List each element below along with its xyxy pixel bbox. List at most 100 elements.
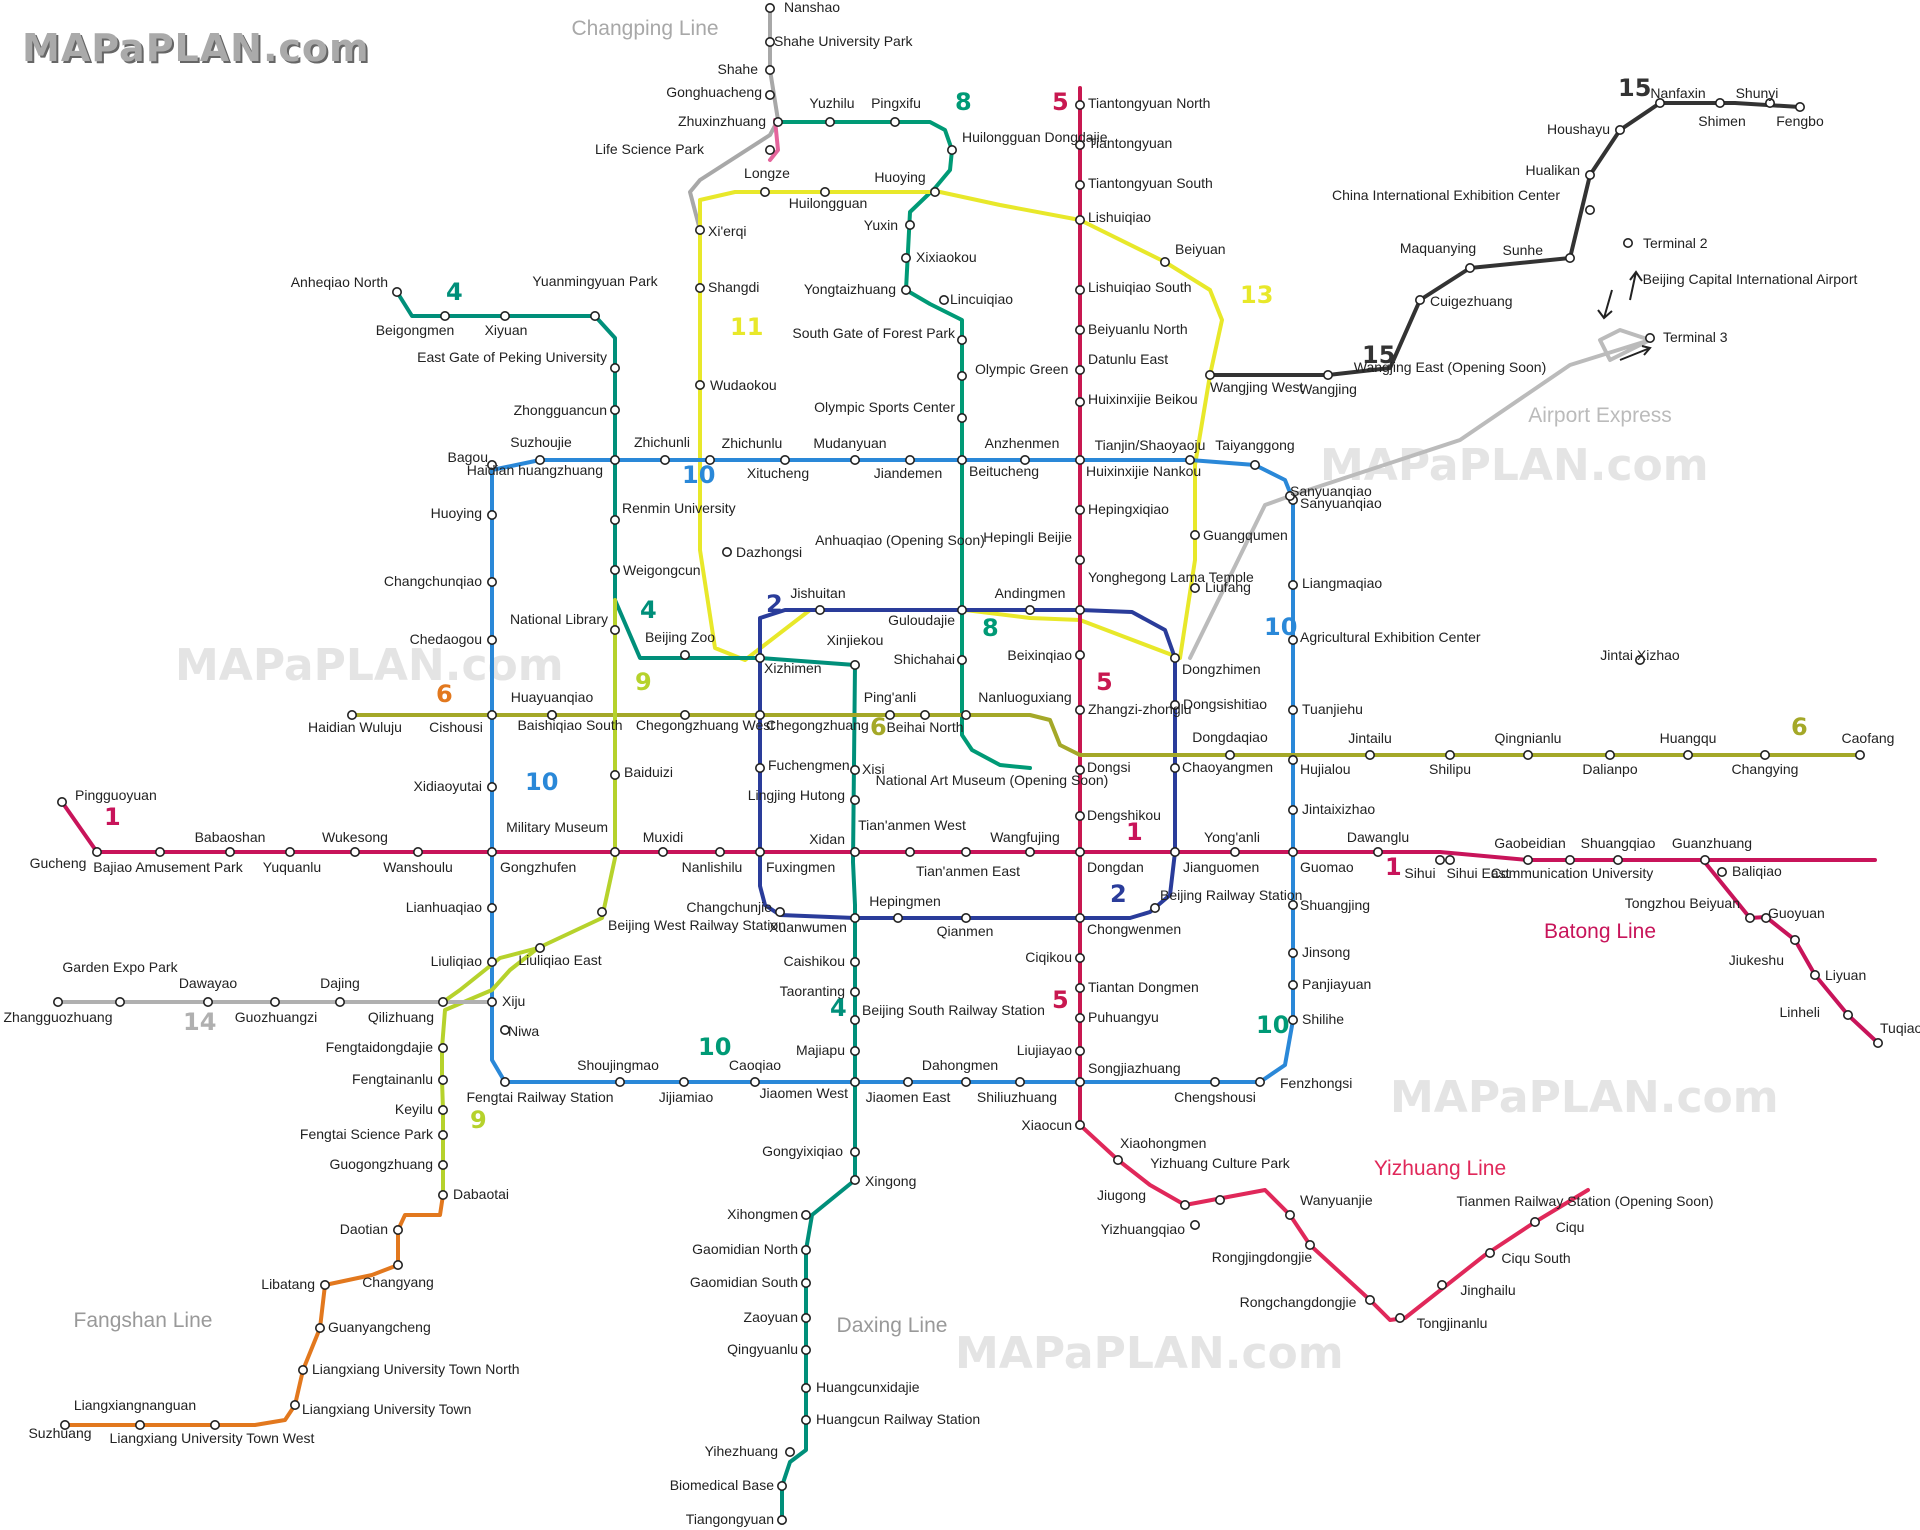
station-label[interactable]: Dongdaqiao bbox=[1192, 729, 1268, 745]
station-label[interactable]: Panjiayuan bbox=[1302, 976, 1371, 992]
station-marker[interactable] bbox=[659, 454, 670, 465]
station-label[interactable]: Changchunjie bbox=[686, 899, 772, 915]
station-marker[interactable] bbox=[609, 454, 620, 465]
station-marker[interactable] bbox=[1565, 854, 1576, 865]
station-label[interactable]: Yongtaizhuang bbox=[804, 281, 896, 297]
station-label[interactable]: Xidan bbox=[809, 831, 845, 847]
station-label[interactable]: Cuigezhuang bbox=[1430, 293, 1513, 309]
station-label[interactable]: Fengtainanlu bbox=[352, 1071, 433, 1087]
station-marker[interactable] bbox=[754, 762, 765, 773]
station-marker[interactable] bbox=[754, 652, 765, 663]
station-marker[interactable] bbox=[1075, 324, 1086, 335]
station-label[interactable]: Jishuitan bbox=[790, 585, 845, 601]
station-label[interactable]: Beijing Zoo bbox=[645, 629, 715, 645]
station-label[interactable]: Huixinxijie Nankou bbox=[1086, 463, 1201, 479]
station-label[interactable]: Guloudajie bbox=[888, 612, 955, 628]
station-label[interactable]: Communication University bbox=[1491, 865, 1654, 881]
station-marker[interactable] bbox=[956, 454, 967, 465]
station-label[interactable]: Yizhuang Culture Park bbox=[1150, 1155, 1291, 1171]
station-label[interactable]: Suzhoujie bbox=[510, 434, 572, 450]
station-label[interactable]: Dabaotai bbox=[453, 1186, 509, 1202]
station-label[interactable]: Jiugong bbox=[1097, 1187, 1146, 1203]
station-marker[interactable] bbox=[1014, 1077, 1025, 1088]
station-label[interactable]: Agricultural Exhibition Center bbox=[1300, 629, 1481, 645]
station-label[interactable]: Tian'anmen West bbox=[858, 817, 966, 833]
station-marker[interactable] bbox=[764, 36, 775, 47]
station-label[interactable]: Gucheng bbox=[30, 855, 87, 871]
station-marker[interactable] bbox=[904, 220, 915, 231]
station-marker[interactable] bbox=[1205, 369, 1216, 380]
station-marker[interactable] bbox=[946, 145, 957, 156]
station-label[interactable]: Life Science Park bbox=[595, 141, 705, 157]
station-label[interactable]: Jinsong bbox=[1302, 944, 1350, 960]
station-marker[interactable] bbox=[749, 1077, 760, 1088]
station-label[interactable]: Military Museum bbox=[506, 819, 608, 835]
station-marker[interactable] bbox=[849, 956, 860, 967]
station-label[interactable]: Gaomidian South bbox=[690, 1274, 798, 1290]
station-marker[interactable] bbox=[849, 1014, 860, 1025]
station-label[interactable]: Guangqumen bbox=[1203, 527, 1288, 543]
station-marker[interactable] bbox=[1075, 396, 1086, 407]
station-marker[interactable] bbox=[1025, 604, 1036, 615]
station-label[interactable]: Linheli bbox=[1780, 1004, 1820, 1020]
station-marker[interactable] bbox=[938, 294, 949, 305]
station-marker[interactable] bbox=[1623, 238, 1634, 249]
station-label[interactable]: Gongzhufen bbox=[500, 859, 576, 875]
station-marker[interactable] bbox=[486, 781, 497, 792]
station-marker[interactable] bbox=[1075, 604, 1086, 615]
station-marker[interactable] bbox=[1700, 854, 1711, 865]
station-marker[interactable] bbox=[1075, 982, 1086, 993]
station-label[interactable]: Guozhuangzi bbox=[235, 1009, 318, 1025]
station-marker[interactable] bbox=[694, 282, 705, 293]
station-marker[interactable] bbox=[1605, 749, 1616, 760]
station-label[interactable]: Wanyuanjie bbox=[1300, 1192, 1373, 1208]
station-label[interactable]: Hepingli Beijie bbox=[983, 529, 1072, 545]
station-marker[interactable] bbox=[849, 659, 860, 670]
station-label[interactable]: Dengshikou bbox=[1087, 807, 1161, 823]
station-label[interactable]: Guoyuan bbox=[1768, 905, 1825, 921]
station-label[interactable]: Xihongmen bbox=[727, 1206, 798, 1222]
station-marker[interactable] bbox=[1288, 846, 1299, 857]
station-marker[interactable] bbox=[764, 90, 775, 101]
station-label[interactable]: Zhuxinzhuang bbox=[678, 113, 766, 129]
station-label[interactable]: Chedaogou bbox=[410, 631, 482, 647]
station-label[interactable]: Bajiao Amusement Park bbox=[93, 859, 243, 875]
station-label[interactable]: Jintailu bbox=[1348, 730, 1392, 746]
station-label[interactable]: Xiju bbox=[502, 993, 525, 1009]
station-label[interactable]: Sanyuanqiao bbox=[1300, 495, 1382, 511]
station-marker[interactable] bbox=[486, 846, 497, 857]
station-label[interactable]: Beiyuan bbox=[1175, 241, 1226, 257]
station-marker[interactable] bbox=[437, 1075, 448, 1086]
station-label[interactable]: Lishuiqiao bbox=[1088, 209, 1151, 225]
station-marker[interactable] bbox=[1395, 1313, 1406, 1324]
station-label[interactable]: Olympic Sports Center bbox=[814, 399, 955, 415]
station-label[interactable]: Fengbo bbox=[1776, 113, 1824, 129]
station-label[interactable]: Tian'anmen East bbox=[916, 863, 1020, 879]
station-label[interactable]: Huangqu bbox=[1660, 730, 1717, 746]
station-marker[interactable] bbox=[486, 509, 497, 520]
station-marker[interactable] bbox=[1225, 749, 1236, 760]
station-label[interactable]: Chegongzhuang West bbox=[636, 717, 774, 733]
station-label[interactable]: Fuchengmen bbox=[768, 757, 850, 773]
station-marker[interactable] bbox=[754, 846, 765, 857]
station-marker[interactable] bbox=[904, 846, 915, 857]
station-label[interactable]: Huayuanqiao bbox=[511, 689, 594, 705]
station-label[interactable]: Zhangzi-zhonglu bbox=[1088, 701, 1192, 717]
station-marker[interactable] bbox=[1585, 170, 1596, 181]
station-marker[interactable] bbox=[289, 1400, 300, 1411]
station-label[interactable]: Liangxiang University Town North bbox=[312, 1361, 520, 1377]
station-label[interactable]: Shangdi bbox=[708, 279, 759, 295]
station-marker[interactable] bbox=[960, 912, 971, 923]
station-label[interactable]: Dahongmen bbox=[922, 1057, 998, 1073]
station-marker[interactable] bbox=[1160, 256, 1171, 267]
station-marker[interactable] bbox=[714, 846, 725, 857]
station-label[interactable]: Jijiamiao bbox=[659, 1089, 714, 1105]
station-marker[interactable] bbox=[1075, 1012, 1086, 1023]
station-marker[interactable] bbox=[819, 187, 830, 198]
station-label[interactable]: Renmin University bbox=[622, 500, 736, 516]
station-marker[interactable] bbox=[1415, 294, 1426, 305]
station-marker[interactable] bbox=[1285, 490, 1296, 501]
station-marker[interactable] bbox=[609, 564, 620, 575]
station-label[interactable]: Fuxingmen bbox=[766, 859, 835, 875]
station-marker[interactable] bbox=[1075, 952, 1086, 963]
